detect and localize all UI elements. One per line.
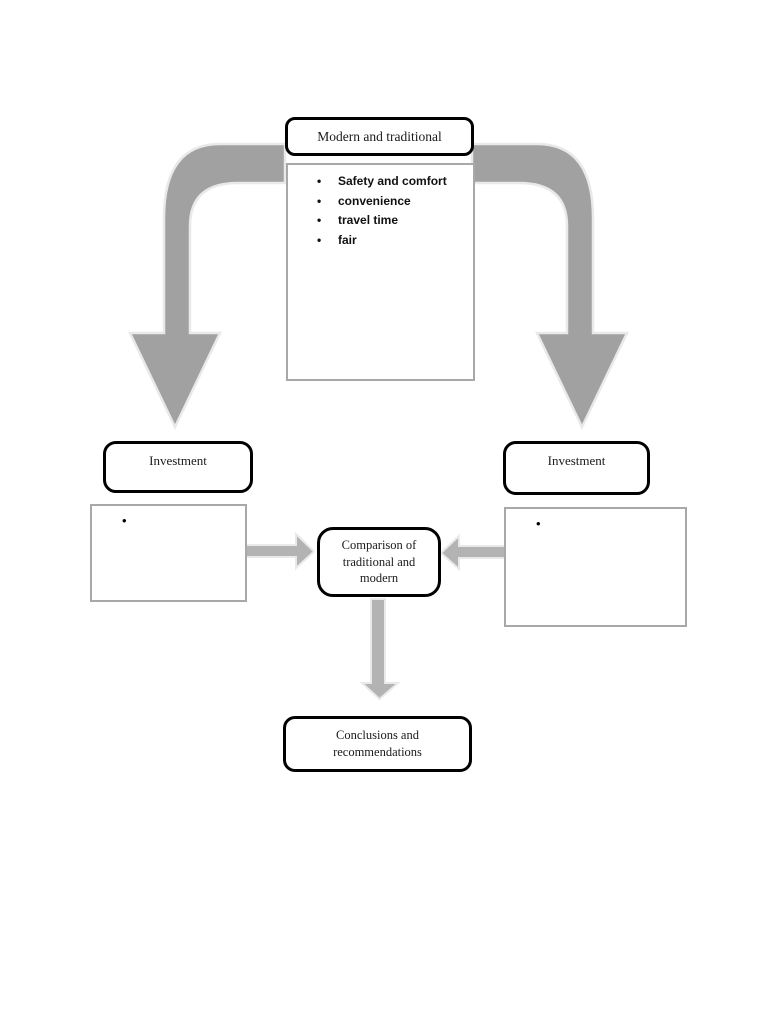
criteria-item: • convenience — [288, 192, 473, 212]
detail-left-box: • — [90, 504, 247, 602]
investment-left-box: Investment — [103, 441, 253, 493]
comparison-label: Comparison of traditional and modern — [341, 538, 417, 586]
bullet-icon: • — [317, 174, 322, 188]
criteria-item-label: fair — [338, 232, 357, 247]
modern-traditional-label: Modern and traditional — [317, 128, 442, 144]
right-pointing-arrow — [245, 531, 316, 571]
criteria-item-label: travel time — [338, 213, 399, 227]
criteria-item-label: convenience — [338, 193, 411, 208]
investment-right-box: Investment — [503, 441, 650, 495]
conclusions-label: Conclusions and recommendations — [333, 728, 422, 759]
right-curved-arrow — [470, 142, 629, 430]
criteria-item: • travel time — [288, 211, 473, 231]
modern-traditional-box: Modern and traditional — [285, 117, 474, 156]
criteria-item-label: Safety and comfort — [338, 174, 447, 188]
criteria-list: • Safety and comfort • convenience • tra… — [288, 172, 473, 250]
criteria-item: • Safety and comfort — [288, 172, 473, 192]
investment-left-label: Investment — [149, 453, 207, 468]
detail-right-box: • — [504, 507, 687, 627]
down-arrow — [359, 598, 401, 701]
bullet-icon: • — [536, 516, 541, 531]
investment-right-label: Investment — [547, 453, 606, 468]
left-curved-arrow — [128, 142, 287, 430]
criteria-item: • fair — [288, 231, 473, 251]
criteria-box: • Safety and comfort • convenience • tra… — [286, 163, 475, 381]
bullet-icon: • — [122, 513, 127, 528]
conclusions-box: Conclusions and recommendations — [283, 716, 472, 772]
bullet-icon: • — [317, 232, 322, 247]
bullet-icon: • — [317, 213, 322, 227]
comparison-box: Comparison of traditional and modern — [317, 527, 441, 597]
left-pointing-arrow — [439, 533, 506, 572]
bullet-icon: • — [317, 193, 322, 208]
